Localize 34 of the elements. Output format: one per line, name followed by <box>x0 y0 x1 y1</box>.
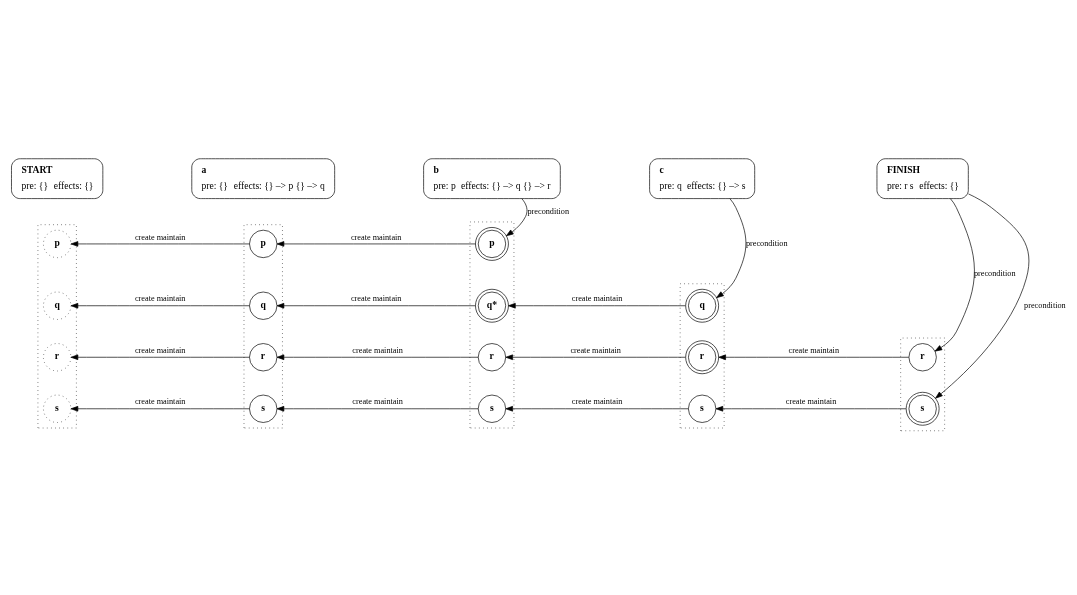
arrow <box>716 198 747 299</box>
arrow <box>276 406 479 412</box>
node-circle: r <box>43 343 72 372</box>
arrow <box>718 354 910 360</box>
arrow <box>505 354 686 360</box>
node-circle: p <box>249 229 278 258</box>
node-circle: q <box>43 291 72 320</box>
arrow <box>70 354 250 360</box>
arrow <box>70 406 250 412</box>
arrow <box>508 303 686 309</box>
node-circle: r <box>249 343 278 372</box>
arrow <box>276 303 476 309</box>
arrow <box>276 241 476 247</box>
node-circle: s <box>43 394 72 423</box>
node-box: b pre: p effects: {} –> q {} –> r <box>423 158 561 199</box>
arrow <box>715 406 907 412</box>
arrow <box>505 406 689 412</box>
node-box: c pre: q effects: {} –> s <box>649 158 756 199</box>
arrow <box>935 193 1030 399</box>
arrow <box>934 198 975 352</box>
node-circle: s <box>477 394 507 423</box>
node-box: FINISH pre: r s effects: {} <box>876 158 969 199</box>
node-box: a pre: {} effects: {} –> p {} –> q <box>191 158 335 199</box>
node-circle: p <box>43 229 72 258</box>
arrow <box>506 198 528 237</box>
node-circle: s <box>688 394 717 423</box>
node-box: START pre: {} effects: {} <box>11 158 104 199</box>
node-circle: s <box>249 394 278 423</box>
node-circle: r <box>908 343 937 372</box>
node-circle: r <box>477 343 507 372</box>
arrow <box>70 303 250 309</box>
arrow <box>276 354 479 360</box>
arrow <box>70 241 250 247</box>
node-circle: q <box>249 291 278 320</box>
